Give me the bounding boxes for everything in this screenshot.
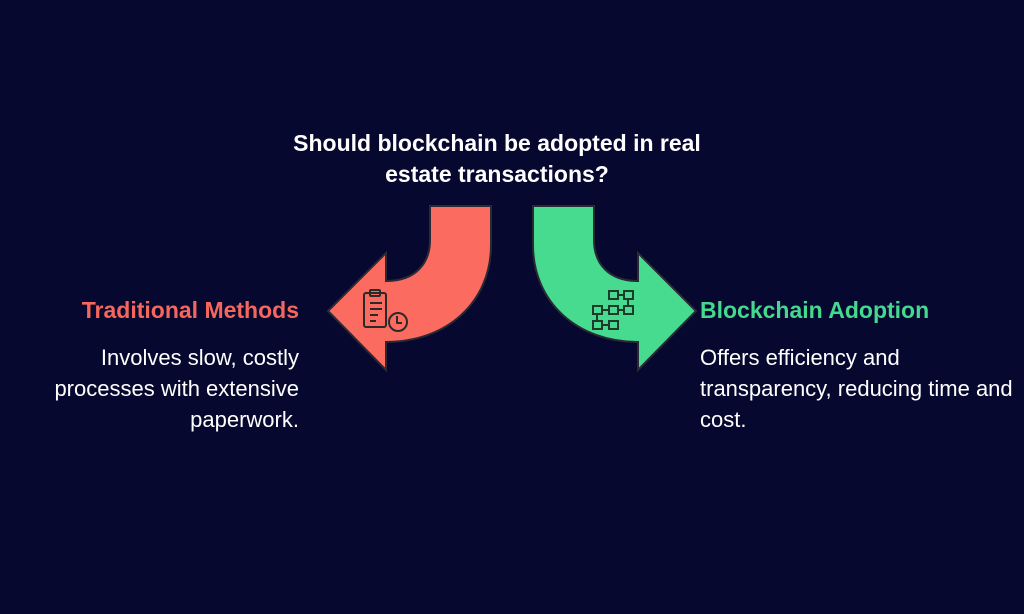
network-blocks-icon <box>592 290 634 330</box>
left-arrow <box>326 205 492 373</box>
blockchain-adoption-heading: Blockchain Adoption <box>700 297 930 323</box>
traditional-methods-heading: Traditional Methods <box>81 297 299 323</box>
diagram-title: Should blockchain be adopted in real est… <box>293 130 701 187</box>
clipboard-clock-icon <box>363 289 408 332</box>
blockchain-adoption-description: Offers efficiency and transparency, redu… <box>700 345 1013 432</box>
right-arrow <box>532 205 698 373</box>
traditional-methods-description: Involves slow, costly processes with ext… <box>54 345 299 432</box>
